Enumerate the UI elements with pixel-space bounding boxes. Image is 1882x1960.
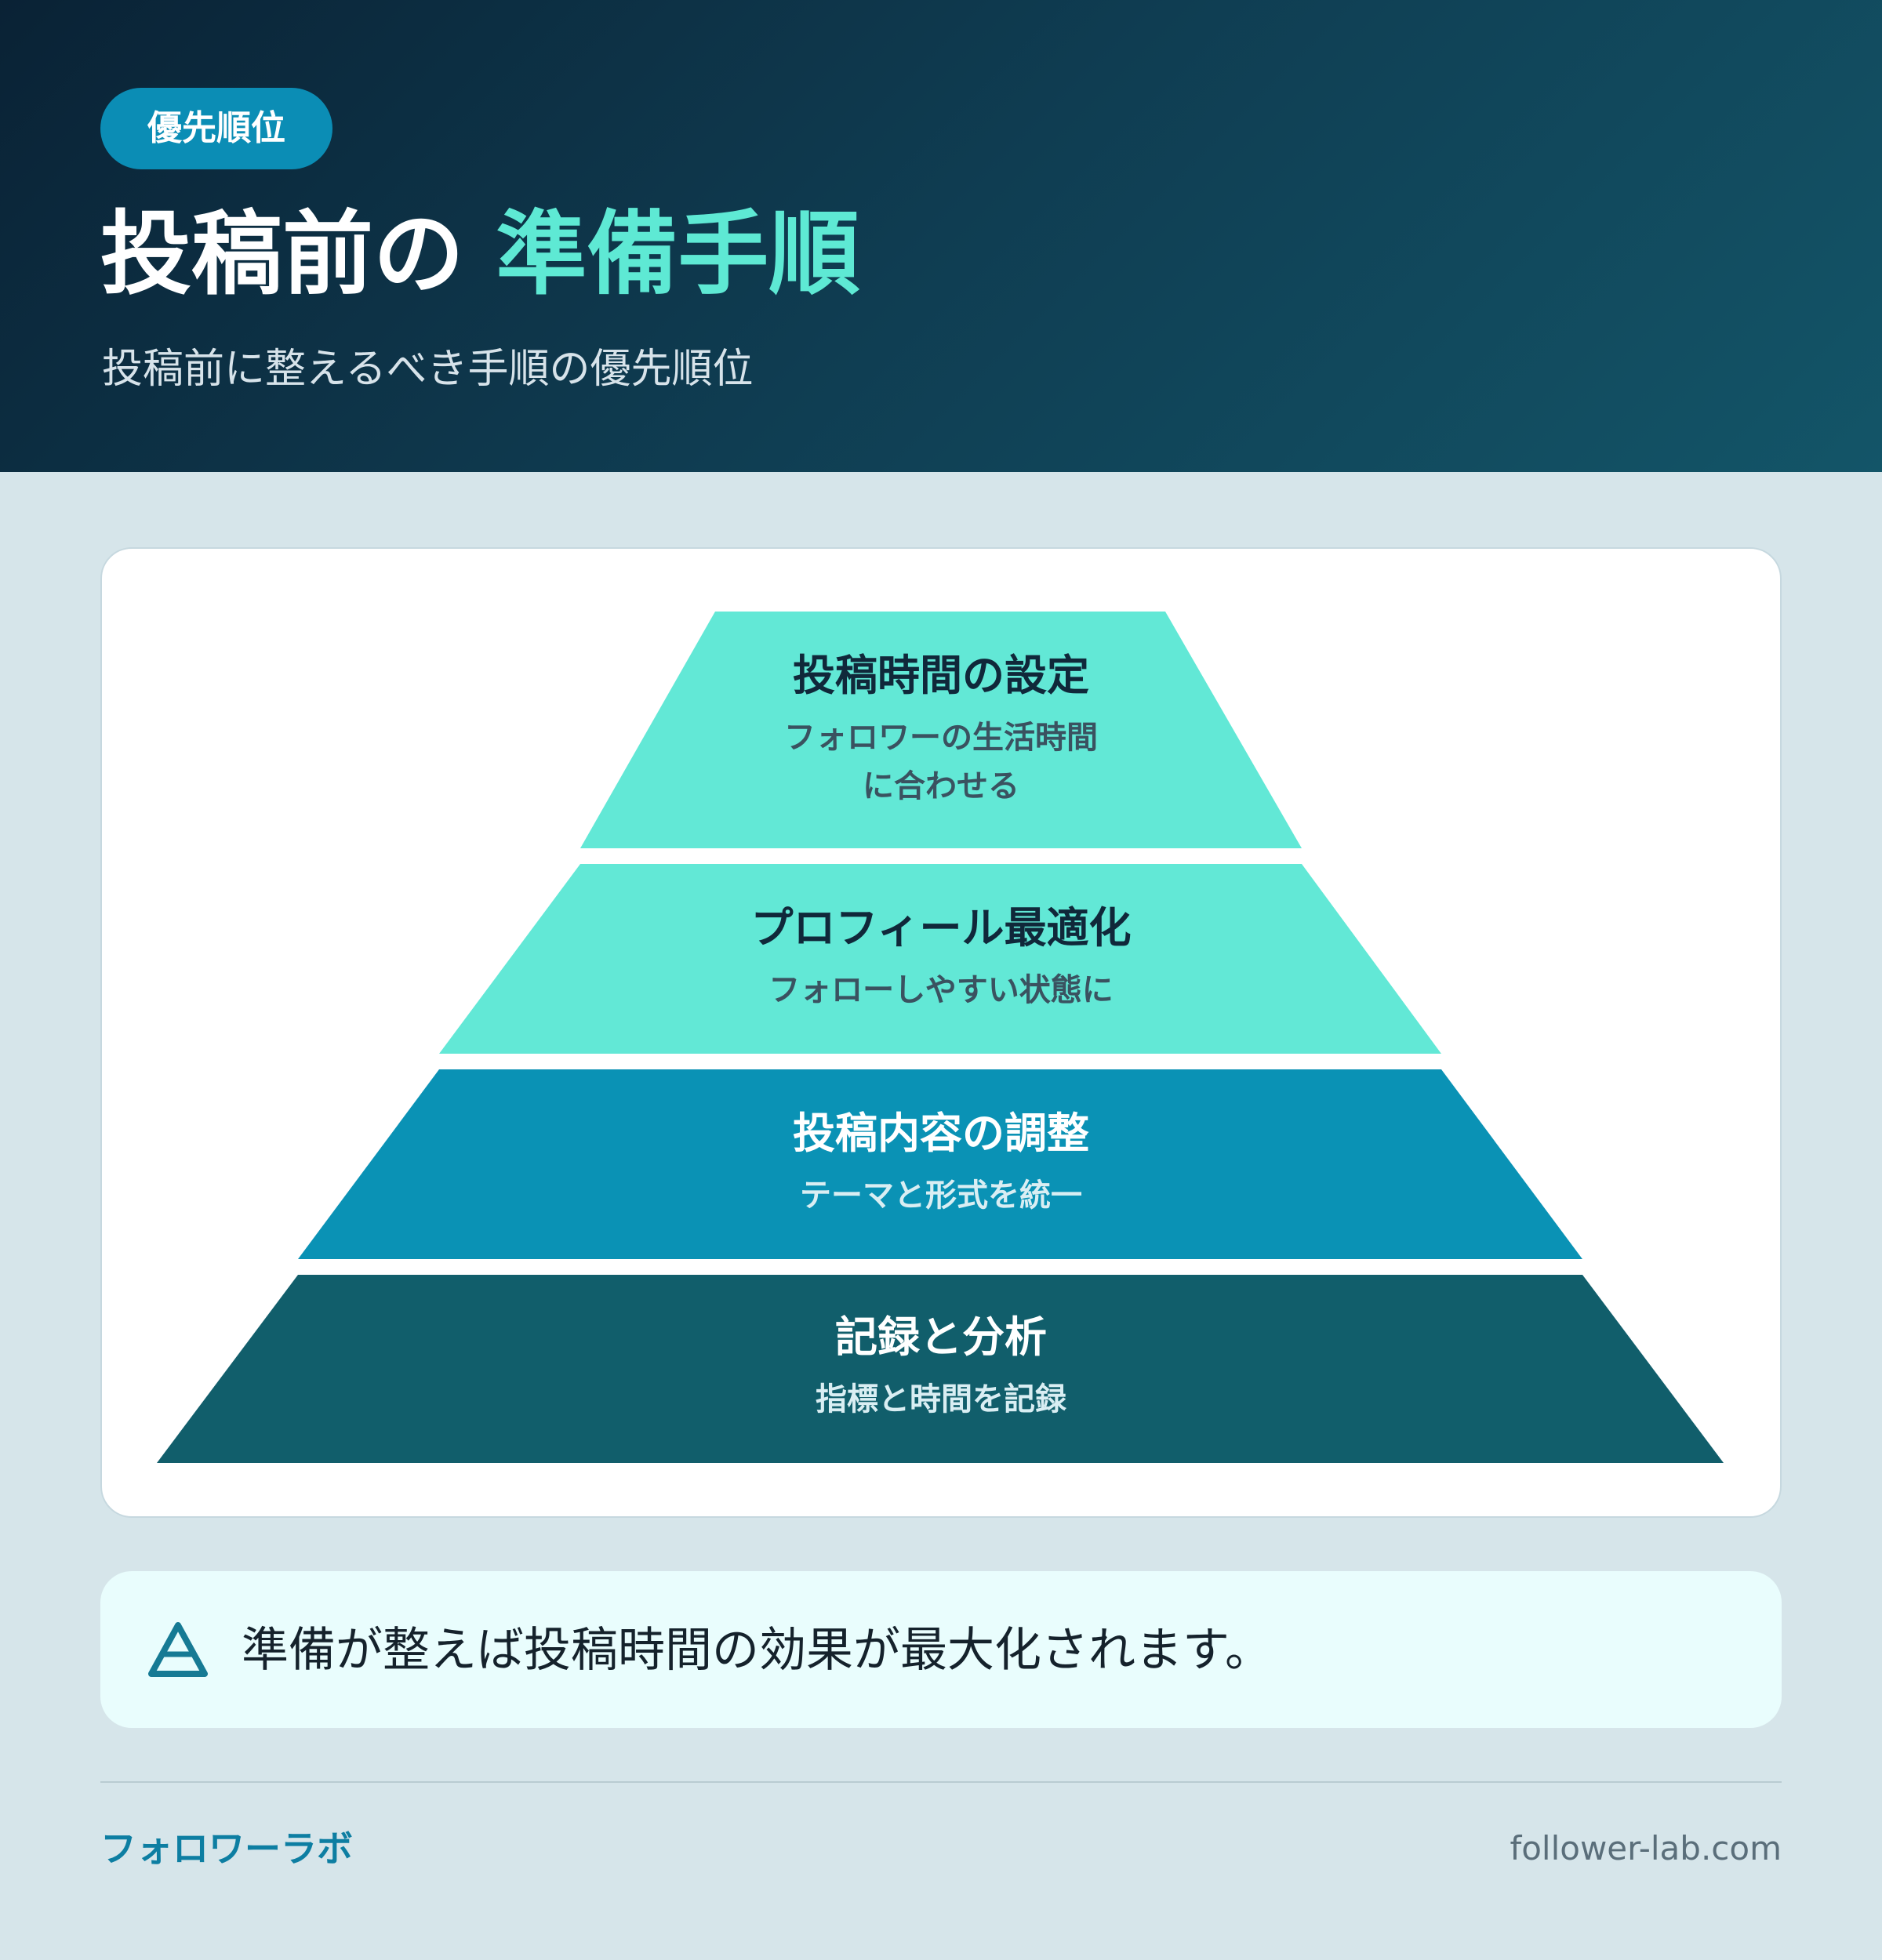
- layer-3-title: 投稿内容の調整: [793, 1109, 1089, 1158]
- pyramid-layer-4-shape: [157, 1275, 1724, 1463]
- triangle-layers-icon: [148, 1622, 208, 1677]
- layer-3-desc: テーマと形式を統一: [800, 1178, 1082, 1214]
- layer-1-title: 投稿時間の設定: [793, 651, 1089, 700]
- priority-badge: 優先順位: [100, 88, 332, 169]
- layer-1-desc-line2: に合わせる: [863, 768, 1019, 804]
- brand-name: フォロワーラボ: [100, 1828, 353, 1870]
- layer-1-desc-line1: フォロワーの生活時間: [784, 720, 1098, 756]
- header-banner: 優先順位 投稿前の 準備手順 投稿前に整えるべき手順の優先順位: [0, 0, 1882, 472]
- pyramid-layer-1-shape: [580, 612, 1302, 848]
- layer-2-title: プロフィール最適化: [750, 903, 1132, 953]
- footer-divider: [100, 1781, 1782, 1783]
- note-text: 準備が整えば投稿時間の効果が最大化されます。: [242, 1623, 1272, 1678]
- page-subtitle: 投稿前に整えるべき手順の優先順位: [102, 346, 754, 393]
- pyramid-layer-2-shape: [439, 864, 1441, 1054]
- title-accent: 準備手順: [496, 201, 860, 307]
- page-title: 投稿前の 準備手順: [100, 200, 859, 310]
- title-main: 投稿前の: [100, 201, 464, 307]
- layer-4-desc: 指標と時間を記録: [816, 1381, 1066, 1417]
- note-callout: 準備が整えば投稿時間の効果が最大化されます。: [100, 1571, 1782, 1728]
- layer-4-title: 記録と分析: [835, 1312, 1047, 1362]
- site-url[interactable]: follower-lab.com: [1510, 1829, 1782, 1867]
- layer-2-desc: フォローしやすい状態に: [768, 972, 1114, 1008]
- pyramid-layer-3-shape: [298, 1069, 1582, 1259]
